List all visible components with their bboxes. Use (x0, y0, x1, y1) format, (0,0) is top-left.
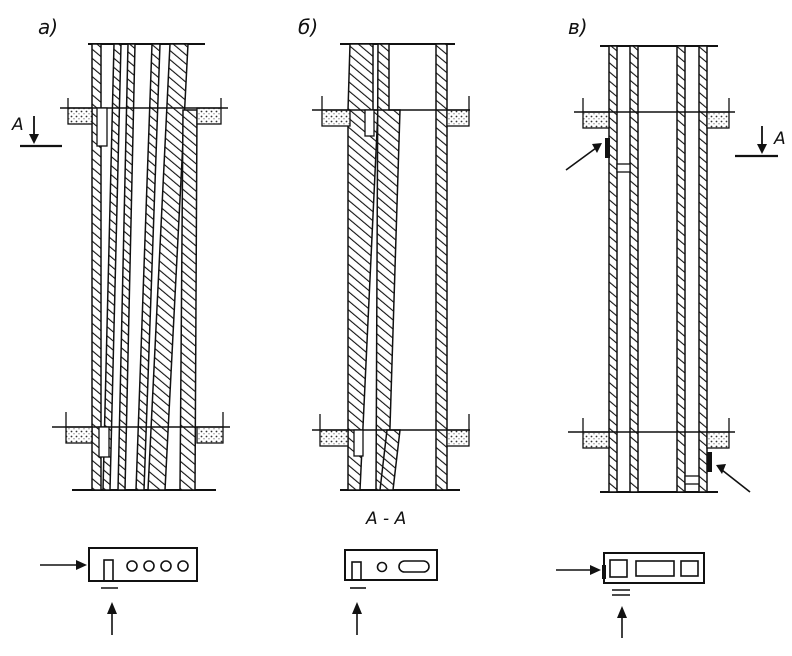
wall-a-left (91, 43, 102, 491)
duct-wall-b (375, 43, 401, 491)
arrow-icon (565, 147, 597, 171)
panel-label-c: в) (568, 15, 588, 39)
wall-c-1 (608, 45, 618, 493)
grille-c-top (605, 138, 610, 158)
slab-c-top-right (706, 111, 730, 129)
arrow-head-a-2 (107, 602, 117, 614)
duct-wall-a-3 (135, 43, 161, 491)
plan-b-duct (376, 561, 388, 573)
slab-b-top-left (321, 109, 351, 127)
panel-label-b: б) (298, 15, 318, 39)
section-arrow-head-a (29, 134, 39, 144)
wall-c-3 (676, 45, 686, 493)
slab-a-bottom-right (196, 426, 224, 444)
arrow-icon (721, 469, 751, 493)
wall-a-right (179, 109, 198, 491)
slab-a-bottom-left (65, 426, 93, 444)
plan-b (344, 549, 438, 581)
plan-c-duct-2 (635, 560, 675, 577)
slab-b-top-right (446, 109, 470, 127)
section-marker-a: A (11, 115, 24, 135)
section-caption: A - A (365, 509, 406, 529)
offset-c-1 (616, 163, 631, 173)
arrow-head-c-4 (617, 606, 627, 618)
duct-wall-a-1 (102, 43, 122, 491)
inlet-a-top (96, 107, 108, 147)
inlet-a-bottom (98, 426, 110, 458)
grille-c-bottom (707, 452, 712, 472)
plan-c-grille (602, 565, 606, 579)
wall-c-4 (698, 45, 708, 493)
plan-a-duct-1 (126, 560, 138, 572)
duct-wall-a-2 (117, 43, 136, 491)
plan-a-duct-3 (160, 560, 172, 572)
section-marker-c: A (773, 129, 786, 149)
arrow-head-a-1 (76, 560, 87, 570)
slab-a-top-right (196, 107, 222, 125)
plan-a (88, 547, 198, 582)
arrow-head-c-2 (716, 464, 726, 474)
arrow-head-c-3 (590, 565, 601, 575)
plan-a-inlet (103, 559, 114, 582)
panel-c: в) A (556, 15, 786, 638)
wall-b-left (347, 43, 379, 491)
section-arrow-head-c (757, 144, 767, 154)
slab-a-top-left (67, 107, 93, 125)
inlet-b-bottom (353, 429, 364, 457)
slab-c-top-left (582, 111, 610, 129)
panel-a: а) A (11, 15, 230, 635)
panel-b: б) A - A (298, 15, 470, 635)
arrow-head-b (352, 602, 362, 614)
plan-b-inlet (351, 561, 362, 581)
offset-c-2 (684, 475, 700, 485)
plan-c-duct-1 (609, 559, 628, 578)
slab-b-bottom-right (446, 429, 470, 447)
wall-c-2 (629, 45, 639, 493)
plan-c (603, 552, 705, 584)
slab-c-bottom-right (706, 431, 730, 449)
duct-wall-a-4 (147, 43, 189, 491)
plan-a-duct-4 (177, 560, 189, 572)
plan-c-duct-3 (680, 560, 699, 577)
arrow-head-c-1 (592, 143, 602, 153)
wall-b-right (435, 43, 448, 491)
panel-label-a: а) (38, 15, 58, 39)
inlet-b-top (364, 109, 375, 137)
slab-b-bottom-left (319, 429, 349, 447)
plan-b-oval-duct (398, 560, 430, 573)
plan-a-duct-2 (143, 560, 155, 572)
slab-c-bottom-left (582, 431, 610, 449)
